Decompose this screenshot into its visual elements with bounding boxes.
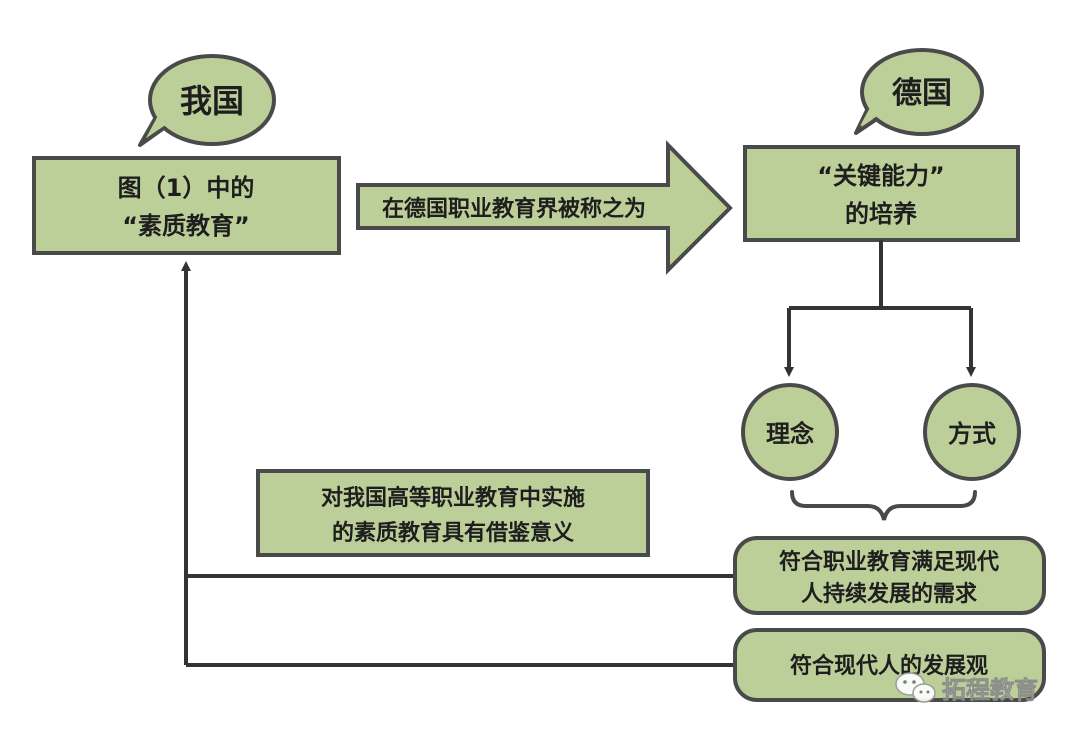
box-china-quality-line2: “素质教育” [122, 212, 250, 240]
watermark: 拓程教育 [895, 672, 1038, 704]
box-meet-needs-line1: 符合职业教育满足现代 [779, 549, 999, 575]
curly-brace [790, 490, 977, 521]
bubble-germany-label: 德国 [892, 76, 952, 111]
box-key-ability-line1: “关键能力” [817, 162, 945, 190]
bubble-china-label: 我国 [180, 82, 244, 120]
box-china-quality-education: 图（1）中的 “素质教育” [32, 156, 341, 255]
circle-concept-label: 理念 [766, 420, 814, 448]
box-key-ability-line2: 的培养 [845, 200, 917, 228]
connector-tree [784, 240, 976, 377]
box-significance-line1: 对我国高等职业教育中实施 [321, 485, 585, 511]
box-key-ability: “关键能力” 的培养 [743, 145, 1020, 242]
circle-concept: 理念 [741, 383, 839, 481]
box-meet-needs: 符合职业教育满足现代 人持续发展的需求 [733, 536, 1046, 615]
circle-method-label: 方式 [948, 420, 996, 448]
box-significance: 对我国高等职业教育中实施 的素质教育具有借鉴意义 [256, 469, 650, 557]
bubble-china: 我国 [138, 54, 276, 147]
bubble-germany: 德国 [854, 48, 984, 136]
box-meet-needs-line2: 人持续发展的需求 [801, 581, 977, 607]
box-development-view: 符合现代人的发展观 [733, 628, 1046, 702]
box-significance-line2: 的素质教育具有借鉴意义 [332, 520, 574, 546]
circle-method: 方式 [923, 383, 1021, 481]
watermark-text: 拓程教育 [942, 676, 1038, 704]
wechat-icon [895, 672, 936, 703]
box-china-quality-line1: 图（1）中的 [118, 174, 255, 202]
box-development-view-line1: 符合现代人的发展观 [790, 653, 988, 679]
block-arrow-label: 在德国职业教育界被称之为 [382, 196, 646, 222]
feedback-lines [181, 261, 735, 667]
block-arrow: 在德国职业教育界被称之为 [356, 140, 733, 275]
